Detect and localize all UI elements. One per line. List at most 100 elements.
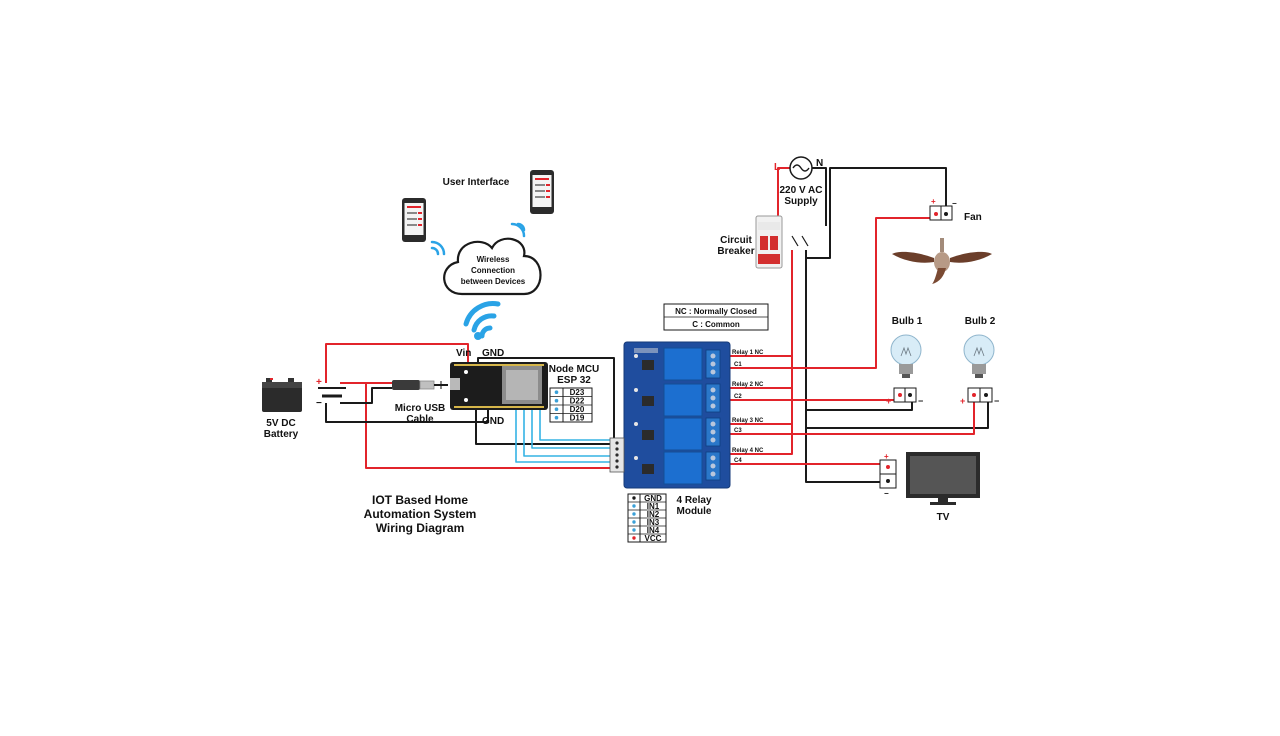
relay-pin-table: GND IN1 IN2 IN3 IN4 VCC	[627, 493, 667, 543]
bulb-1-terminal: + −	[886, 387, 923, 406]
svg-text:−: −	[918, 396, 923, 406]
relay-2-nc-label: Relay 2 NC	[732, 382, 764, 388]
wifi-signal-icon	[463, 301, 501, 340]
phone-right	[530, 170, 554, 214]
ac-l-label: L	[774, 162, 780, 173]
battery-icon	[262, 378, 302, 412]
esp32-board	[450, 362, 548, 410]
neutral-to-fan-wire	[806, 167, 947, 259]
battery-plus-label: +	[316, 377, 322, 388]
battery-label-line1: 5V DC	[266, 418, 295, 429]
relay-c2-label: C2	[734, 394, 742, 400]
vin-label: Vin	[456, 348, 471, 359]
battery-negative-wire	[325, 403, 489, 423]
tv-icon	[906, 452, 980, 505]
live-to-relays-wire	[722, 250, 793, 455]
battery-minus-label: −	[316, 398, 322, 409]
relay-pin-gnd: GND	[644, 494, 662, 503]
switch-symbol	[791, 235, 809, 247]
relay-2	[663, 383, 703, 417]
battery-symbol	[318, 387, 346, 398]
esp-pin-d19: D19	[570, 414, 585, 423]
diagram-title-line3: Wiring Diagram	[376, 521, 465, 535]
svg-text:+: +	[931, 197, 936, 206]
battery-relay-vcc-wire	[365, 383, 612, 469]
neutral-to-bulb2-wire	[806, 398, 989, 429]
relay-pin-in4: IN4	[647, 526, 660, 535]
relay-pin-in1: IN1	[647, 502, 660, 511]
gnd-to-relay-wire	[475, 410, 612, 445]
bulb-1-icon	[890, 334, 922, 378]
esp-pin-d23: D23	[570, 388, 585, 397]
svg-text:+: +	[960, 396, 965, 406]
esp-label-line2: ESP 32	[557, 375, 591, 386]
relay-4	[663, 451, 703, 485]
relay-3-nc-label: Relay 3 NC	[732, 418, 764, 424]
ceiling-fan-icon	[892, 238, 992, 284]
usb-label-line1: Micro USB	[395, 403, 446, 414]
relay-c4-label: C4	[734, 458, 742, 464]
relay-1-nc-label: Relay 1 NC	[732, 350, 764, 356]
relay-4-nc-label: Relay 4 NC	[732, 448, 764, 454]
user-interface-label: User Interface	[443, 177, 510, 188]
fan-label: Fan	[964, 212, 982, 223]
wifi-icon-phone-right	[510, 222, 526, 238]
cloud-label-line3: between Devices	[461, 277, 526, 286]
signal-wire-d22	[531, 405, 612, 449]
esp-pin-d22: D22	[570, 397, 585, 406]
ac-supply-label-line2: Supply	[784, 196, 818, 207]
diagram-title-line2: Automation System	[364, 507, 477, 521]
relay-pin-in2: IN2	[647, 510, 660, 519]
usb-label-line2: Cable	[406, 414, 434, 425]
esp-pin-table: D23 D22 D20 D19	[549, 387, 593, 423]
relay-c1-label: C1	[734, 362, 742, 368]
signal-wire-d20	[523, 405, 612, 457]
relay-label-line1: 4 Relay	[676, 495, 711, 506]
wifi-icon-phone-left	[430, 240, 446, 256]
ac-n-label: N	[816, 158, 823, 169]
relay-module	[609, 341, 731, 489]
ac-source-icon	[789, 156, 813, 180]
relay-label-line2: Module	[677, 506, 712, 517]
legend-nc: NC : Normally Closed	[675, 307, 757, 316]
phone-left	[402, 198, 426, 242]
circuit-breaker-icon	[755, 215, 783, 269]
breaker-label-line1: Circuit	[720, 235, 752, 246]
cloud-icon: Wireless Connection between Devices	[443, 237, 542, 296]
signal-wire-d23	[539, 405, 612, 441]
relay-pin-in3: IN3	[647, 518, 660, 527]
esp-label-line1: Node MCU	[549, 364, 600, 375]
tv-terminal: + −	[879, 452, 897, 498]
bulb-1-label: Bulb 1	[892, 316, 923, 327]
signal-wire-d19	[515, 405, 612, 463]
relay-1	[663, 347, 703, 381]
diagram-title-line1: IOT Based Home	[372, 493, 468, 507]
neutral-main-wire	[805, 250, 886, 483]
tv-label: TV	[937, 512, 950, 523]
relay-pin-vcc: VCC	[645, 534, 662, 543]
battery-label-line2: Battery	[264, 429, 299, 440]
legend-box: NC : Normally Closed C : Common	[663, 303, 769, 331]
esp-pin-d20: D20	[570, 405, 585, 414]
svg-text:−: −	[884, 489, 889, 498]
breaker-label-line2: Breaker	[717, 246, 754, 257]
relay-c3-label: C3	[734, 428, 742, 434]
svg-text:−: −	[952, 199, 957, 208]
battery-positive-wire	[325, 343, 469, 383]
c3-to-bulb2-wire	[722, 400, 975, 435]
battery-to-usb-negative-wire	[340, 387, 392, 404]
cloud-label-line2: Connection	[471, 266, 515, 275]
ac-supply-label-line1: 220 V AC	[780, 185, 823, 196]
gnd-bottom-label: GND	[482, 416, 504, 427]
svg-text:−: −	[994, 396, 999, 406]
bulb-2-icon	[963, 334, 995, 378]
svg-text:+: +	[884, 452, 889, 461]
bulb-2-label: Bulb 2	[965, 316, 996, 327]
gnd-top-label: GND	[482, 348, 504, 359]
svg-text:+: +	[886, 396, 891, 406]
ac-live-wire	[777, 167, 790, 226]
relay-3	[663, 417, 703, 451]
legend-c: C : Common	[692, 320, 740, 329]
ac-neutral-wire	[812, 167, 827, 226]
